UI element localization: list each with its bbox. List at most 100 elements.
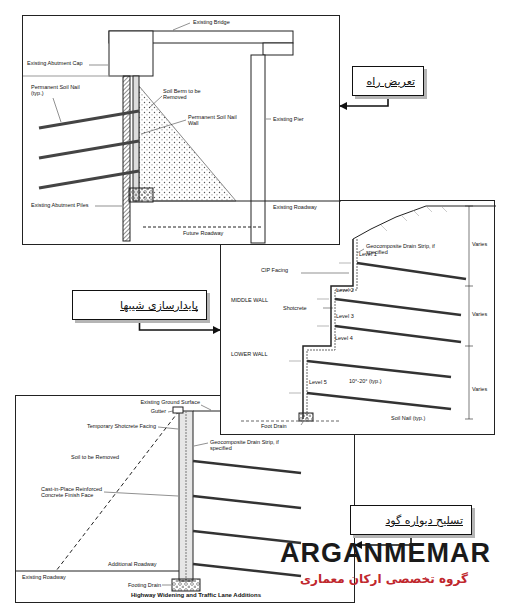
drawing-label: Soil Berm to be Removed xyxy=(163,88,221,101)
drawing-label: Geocomposite Drain Strip, if specified xyxy=(210,439,290,452)
stepped-wall-face xyxy=(303,239,353,419)
drawing-label: Varies xyxy=(472,311,494,317)
drawing-line xyxy=(301,422,303,425)
soil-berm xyxy=(139,86,236,201)
drawing-line xyxy=(426,206,432,212)
leader-lines xyxy=(53,23,271,206)
abutment-cap xyxy=(109,31,153,76)
drawing-line xyxy=(323,308,333,309)
drawing-line xyxy=(266,119,271,120)
drawing-line xyxy=(465,286,473,287)
foot-drain xyxy=(299,413,313,421)
drawing-line xyxy=(193,461,301,473)
drawing-line xyxy=(201,405,211,410)
drawing-line xyxy=(289,361,301,362)
gutter xyxy=(173,407,183,413)
drawing-line xyxy=(381,225,387,231)
drawing-line xyxy=(104,492,178,496)
drawing-line xyxy=(149,96,162,108)
pier-cap xyxy=(263,43,293,55)
soil-nails xyxy=(307,263,466,409)
drawing-label: Highway Widening and Traffic Lane Additi… xyxy=(111,592,281,599)
drawing-label: Cast-in-Place Reinforced Concrete Finish… xyxy=(41,486,103,499)
drawing-line xyxy=(339,263,351,264)
drawing-label: Permanent Soil Nail (typ.) xyxy=(31,84,81,97)
abutment-piles xyxy=(123,76,130,241)
drawing-line xyxy=(413,210,419,216)
drawing-label: LOWER WALL xyxy=(231,351,281,357)
drawing-label: 10°-20° (typ.) xyxy=(349,378,404,384)
drawing-label: Shotcrete xyxy=(283,305,323,311)
drawing-label: Foot Drain xyxy=(261,423,301,429)
drawing-label: Existing Ground Surface xyxy=(111,399,200,405)
soil-nail-wall xyxy=(133,76,139,201)
caption-text: پایدارسازی شیبها xyxy=(120,299,198,312)
drawing-label: Temporary Shotcrete Facing xyxy=(56,423,156,429)
caption-text: تسلیح دیواره گود xyxy=(385,514,463,527)
drawing-line xyxy=(158,427,178,429)
footing-drain xyxy=(172,579,200,591)
temporary-shotcrete xyxy=(186,411,187,581)
pointer-arrow xyxy=(340,96,388,106)
drawing-line xyxy=(168,411,173,412)
drawing-label: Geocomposite Drain Strip, if specified xyxy=(366,243,438,256)
dimension-lines xyxy=(465,206,473,419)
soil-nail xyxy=(39,141,139,158)
future-roadway-line xyxy=(143,227,263,228)
drawing-label: Varies xyxy=(472,241,494,247)
drawing-line xyxy=(194,443,208,446)
drawing-line xyxy=(401,215,407,221)
watermark-text: ARGANMEMAR xyxy=(280,538,491,569)
drawing-line xyxy=(89,65,108,66)
drawing-label: Soil to be Removed xyxy=(71,454,131,460)
existing-roadway-line xyxy=(153,201,341,202)
soil-nail xyxy=(39,111,139,128)
drawing-line xyxy=(465,206,473,207)
drawing-line xyxy=(469,206,470,419)
drawing-label: Gutter xyxy=(126,408,166,414)
drawing-label: Additional Roadway xyxy=(108,561,170,567)
drawing-line xyxy=(335,326,461,342)
drawing-line xyxy=(193,496,301,508)
pier-column xyxy=(251,55,265,243)
watermark-text: گروه تخصصی ارکان معماری xyxy=(300,572,468,586)
drawing-line xyxy=(307,361,451,377)
ground-line xyxy=(23,76,123,77)
drawing-line xyxy=(95,206,122,207)
drawing-line xyxy=(317,326,329,327)
drawing-label: Varies xyxy=(472,386,494,392)
drawing-g xyxy=(23,23,341,243)
drawing-line xyxy=(357,263,466,279)
drawing-label: Existing Abutment Cap xyxy=(27,60,89,66)
drawing-label: Permanent Soil Nail Wall xyxy=(188,114,246,127)
grade-line xyxy=(241,421,341,422)
drawing-line xyxy=(301,273,349,274)
drawing-label: Level 2 xyxy=(336,287,366,293)
drawing-label: Level 5 xyxy=(309,379,339,385)
drawing-label: Existing Roadway xyxy=(273,204,335,210)
pointer-arrow xyxy=(140,320,221,330)
caption-text: تعریض راه xyxy=(366,75,415,88)
leader-lines xyxy=(104,405,211,585)
drawing-line xyxy=(289,393,301,394)
caption-box: تعریض راه xyxy=(352,66,424,96)
drawing-line xyxy=(53,98,61,122)
drawing-line xyxy=(335,299,461,315)
roadway-line xyxy=(16,571,179,572)
ground-hatch xyxy=(381,206,447,231)
drawing-label: Existing Pier xyxy=(273,116,328,122)
drawing-line xyxy=(141,120,186,134)
concrete-facing xyxy=(179,411,193,581)
drawing-label: Level 3 xyxy=(336,313,366,319)
drawing-label: CIP Facing xyxy=(261,267,301,273)
leader-lines xyxy=(301,249,364,425)
drawing-line xyxy=(307,393,451,409)
drawing-line xyxy=(173,23,190,30)
drawing-line xyxy=(317,299,329,300)
drawing-label: Future Roadway xyxy=(183,230,243,236)
drawing-label: Footing Drain xyxy=(111,582,161,588)
drawing-label: Existing Bridge xyxy=(193,19,253,25)
drawing-line xyxy=(465,346,473,347)
soil-nail xyxy=(39,171,139,188)
